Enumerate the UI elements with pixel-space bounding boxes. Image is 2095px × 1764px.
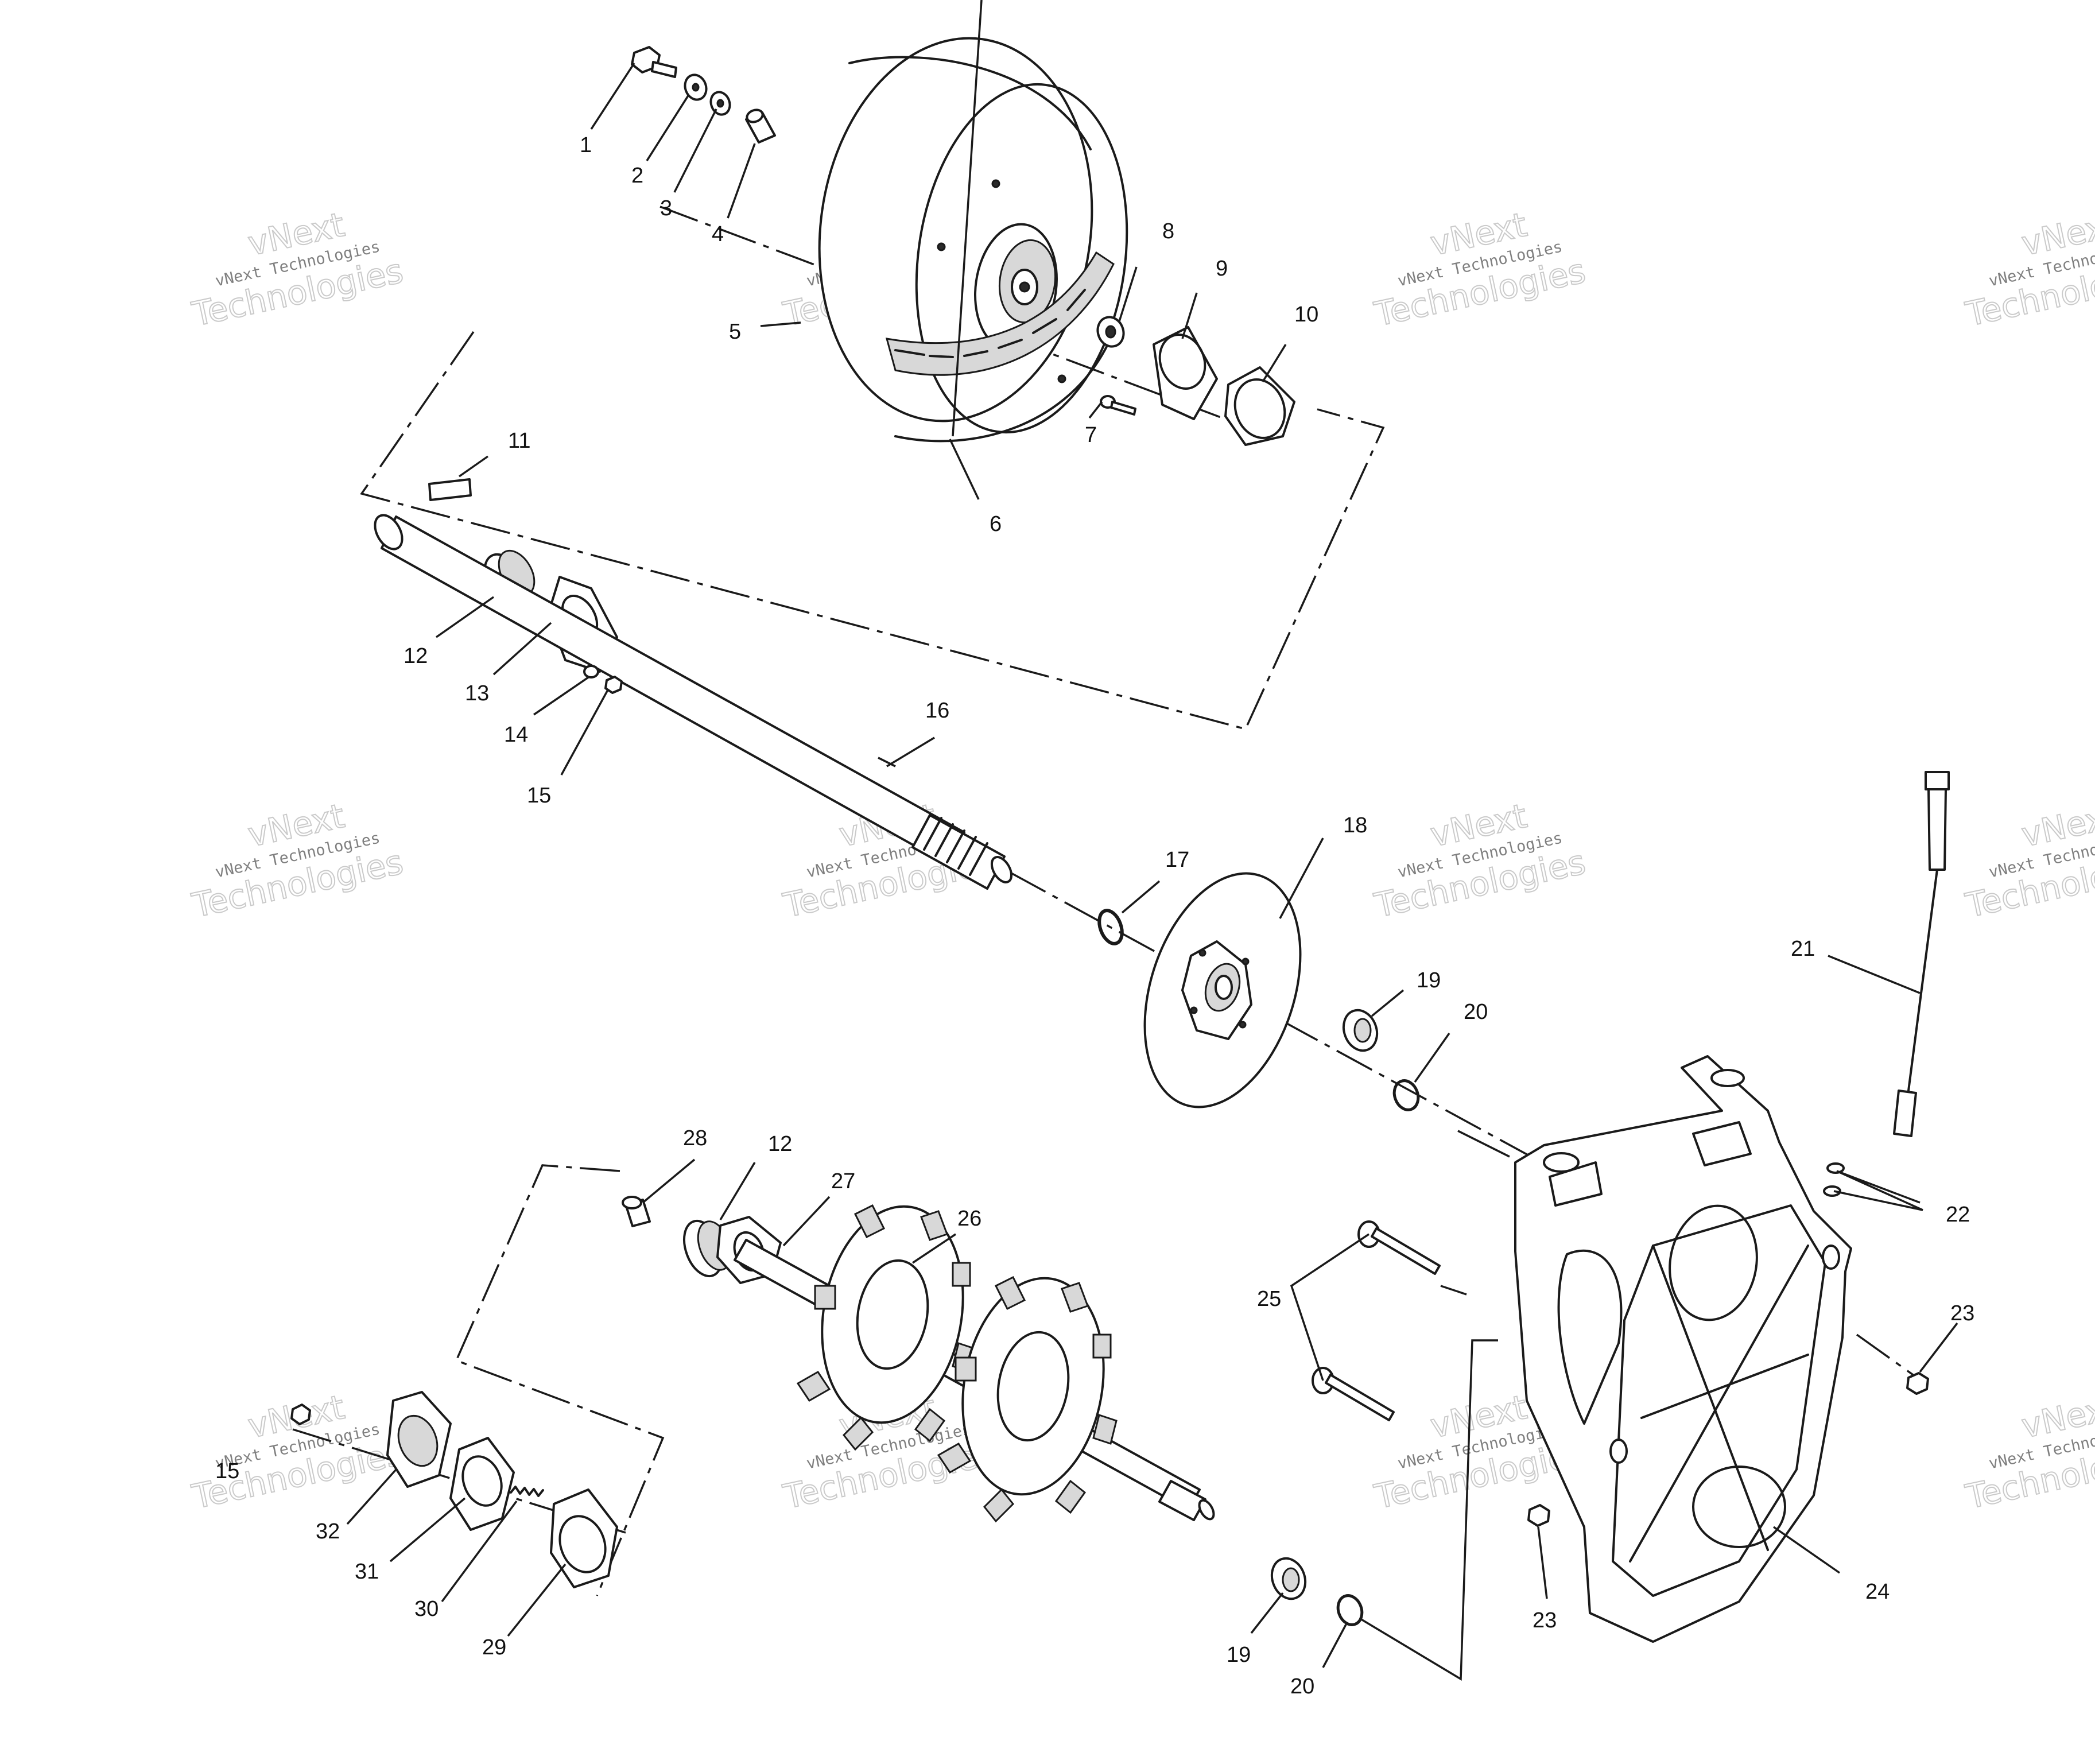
callout-12-lower: 12 [768,1132,792,1156]
callout-17: 17 [1165,848,1189,872]
callout-29: 29 [482,1635,506,1660]
part-spacer [745,108,776,144]
callout-19-lower: 19 [1227,1643,1251,1667]
callout-5: 5 [729,320,741,344]
callout-28: 28 [683,1126,707,1150]
callout-22: 22 [1946,1203,1970,1227]
part-seal-upper [1342,1009,1379,1052]
callout-13: 13 [465,681,489,705]
callout-31: 31 [355,1560,379,1584]
part-lock-washer [709,91,731,116]
callout-26: 26 [957,1207,981,1231]
part-grease-fitting [622,1196,651,1227]
callout-32: 32 [316,1519,340,1544]
callout-20-lower: 20 [1290,1674,1314,1699]
callout-9: 9 [1216,257,1228,281]
part-seal-lower [1270,1557,1307,1600]
watermark: vNext vNext Technologies Technologies [1962,796,2095,926]
part-washer [684,73,708,101]
leader-lines [346,0,1958,1668]
part-speedo-cable [1893,771,1950,1137]
part-nut-15-lower [290,1404,311,1425]
callout-16: 16 [925,699,949,723]
callout-21: 21 [1791,937,1815,961]
part-flange-29 [550,1488,618,1588]
callout-3: 3 [660,196,672,220]
part-nut-23-lower [1527,1504,1550,1527]
watermark: vNext vNext Technologies Technologies [1371,204,1590,335]
part-bolt [631,46,677,78]
callout-1: 1 [580,133,592,157]
callout-6: 6 [990,512,1002,536]
part-washer-14 [583,665,599,679]
callout-24: 24 [1865,1580,1890,1604]
callout-30: 30 [414,1597,439,1621]
callout-19-upper: 19 [1417,968,1441,993]
part-bolts-25 [1312,1220,1441,1421]
callout-8: 8 [1162,219,1174,243]
callout-2: 2 [631,164,643,188]
part-spring [510,1486,544,1497]
assembly-outline-upper [360,331,1385,731]
watermark: vNext vNext Technologies Technologies [1371,796,1590,926]
callout-7: 7 [1085,423,1097,447]
callout-23-lower: 23 [1533,1608,1557,1633]
watermark: vNext vNext Technologies Technologies [188,796,408,926]
part-drive-shaft [374,514,1013,890]
watermark: vNext vNext Technologies Technologies [1962,1387,2095,1517]
callout-12-upper: 12 [404,644,428,668]
part-bearing-flange [1153,326,1218,420]
part-flange-plate [1224,366,1295,446]
callout-14: 14 [504,723,528,747]
callout-25: 25 [1257,1287,1281,1311]
part-driven-sprocket [818,37,1128,443]
assembly-outline-lower [455,1164,665,1596]
part-washer-8 [1096,316,1125,348]
watermark: vNext vNext Technologies Technologies [188,204,408,335]
axis-line-bearing-upper [1457,1130,1510,1158]
axis-line-shaft [1010,871,1579,1184]
callout-11: 11 [508,429,530,453]
part-gasket-plate [449,1437,515,1531]
part-drive-belt [885,251,1115,376]
callout-18: 18 [1343,813,1367,838]
callout-10: 10 [1294,303,1318,327]
part-track-shaft [734,1204,1215,1523]
callout-20-upper: 20 [1464,1000,1488,1024]
part-screw [1100,395,1136,416]
part-o-ring-lower [1336,1594,1364,1626]
part-o-rings-22 [1823,1162,1845,1197]
part-key [428,478,472,501]
part-nut-23-right [1906,1372,1929,1395]
callout-15-lower: 15 [215,1459,239,1483]
axis-line-bearing-lower [1360,1339,1498,1681]
watermark: vNext vNext Technologies Technologies [1962,204,2095,335]
part-nut-15-upper [604,676,623,694]
part-o-ring-upper [1392,1079,1420,1111]
callout-27: 27 [831,1169,855,1193]
callout-15-upper: 15 [527,784,551,808]
part-bearing-flange-32 [386,1391,452,1488]
callout-4: 4 [712,222,724,246]
callout-labels: 1 2 3 4 5 6 7 8 9 10 11 12 13 14 15 16 1… [215,133,1974,1699]
axis-line-right [1856,1333,1918,1379]
part-chaincase [1514,1055,1852,1643]
callout-23-right: 23 [1950,1301,1974,1325]
part-snap-ring [1097,909,1124,945]
part-brake-disc [1143,872,1302,1108]
